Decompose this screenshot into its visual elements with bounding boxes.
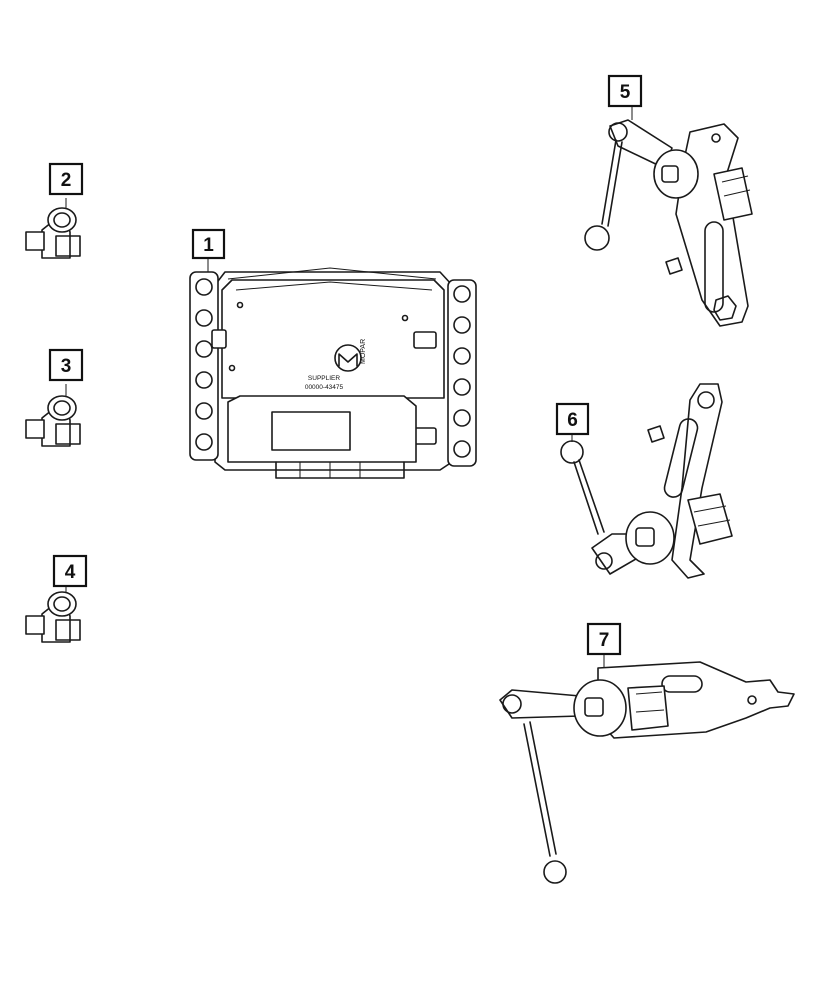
control-module: MOPAR SUPPLIER 00000-43475	[189, 258, 477, 479]
height-sensor-5	[584, 106, 753, 327]
module-supplier-text: SUPPLIER	[308, 375, 340, 382]
callout-label-5: 5	[620, 82, 631, 103]
module-part-number-text: 00000-43475	[305, 384, 344, 391]
left-mount-tabs	[189, 271, 219, 461]
callout-label-7: 7	[599, 630, 610, 651]
callout-7[interactable]: 7	[586, 622, 622, 656]
callout-4[interactable]: 4	[52, 554, 88, 588]
callout-5[interactable]: 5	[607, 74, 643, 108]
knock-sensor-3	[25, 384, 81, 447]
callout-label-4: 4	[65, 562, 76, 583]
module-brand-text: MOPAR	[360, 339, 367, 364]
callout-6[interactable]: 6	[555, 402, 590, 436]
callout-label-1: 1	[203, 235, 214, 256]
callout-3[interactable]: 3	[48, 348, 84, 382]
right-mount-tabs	[447, 279, 477, 467]
callout-label-6: 6	[567, 410, 578, 431]
height-sensor-7	[499, 654, 795, 884]
mopar-logo: MOPAR	[334, 339, 367, 372]
knock-sensor-4	[25, 586, 81, 643]
callout-label-2: 2	[61, 170, 72, 191]
knock-sensor-2	[25, 198, 81, 259]
callout-2[interactable]: 2	[48, 162, 84, 196]
height-sensor-6	[560, 383, 733, 579]
callout-1[interactable]: 1	[191, 228, 226, 260]
callout-label-3: 3	[61, 356, 72, 377]
